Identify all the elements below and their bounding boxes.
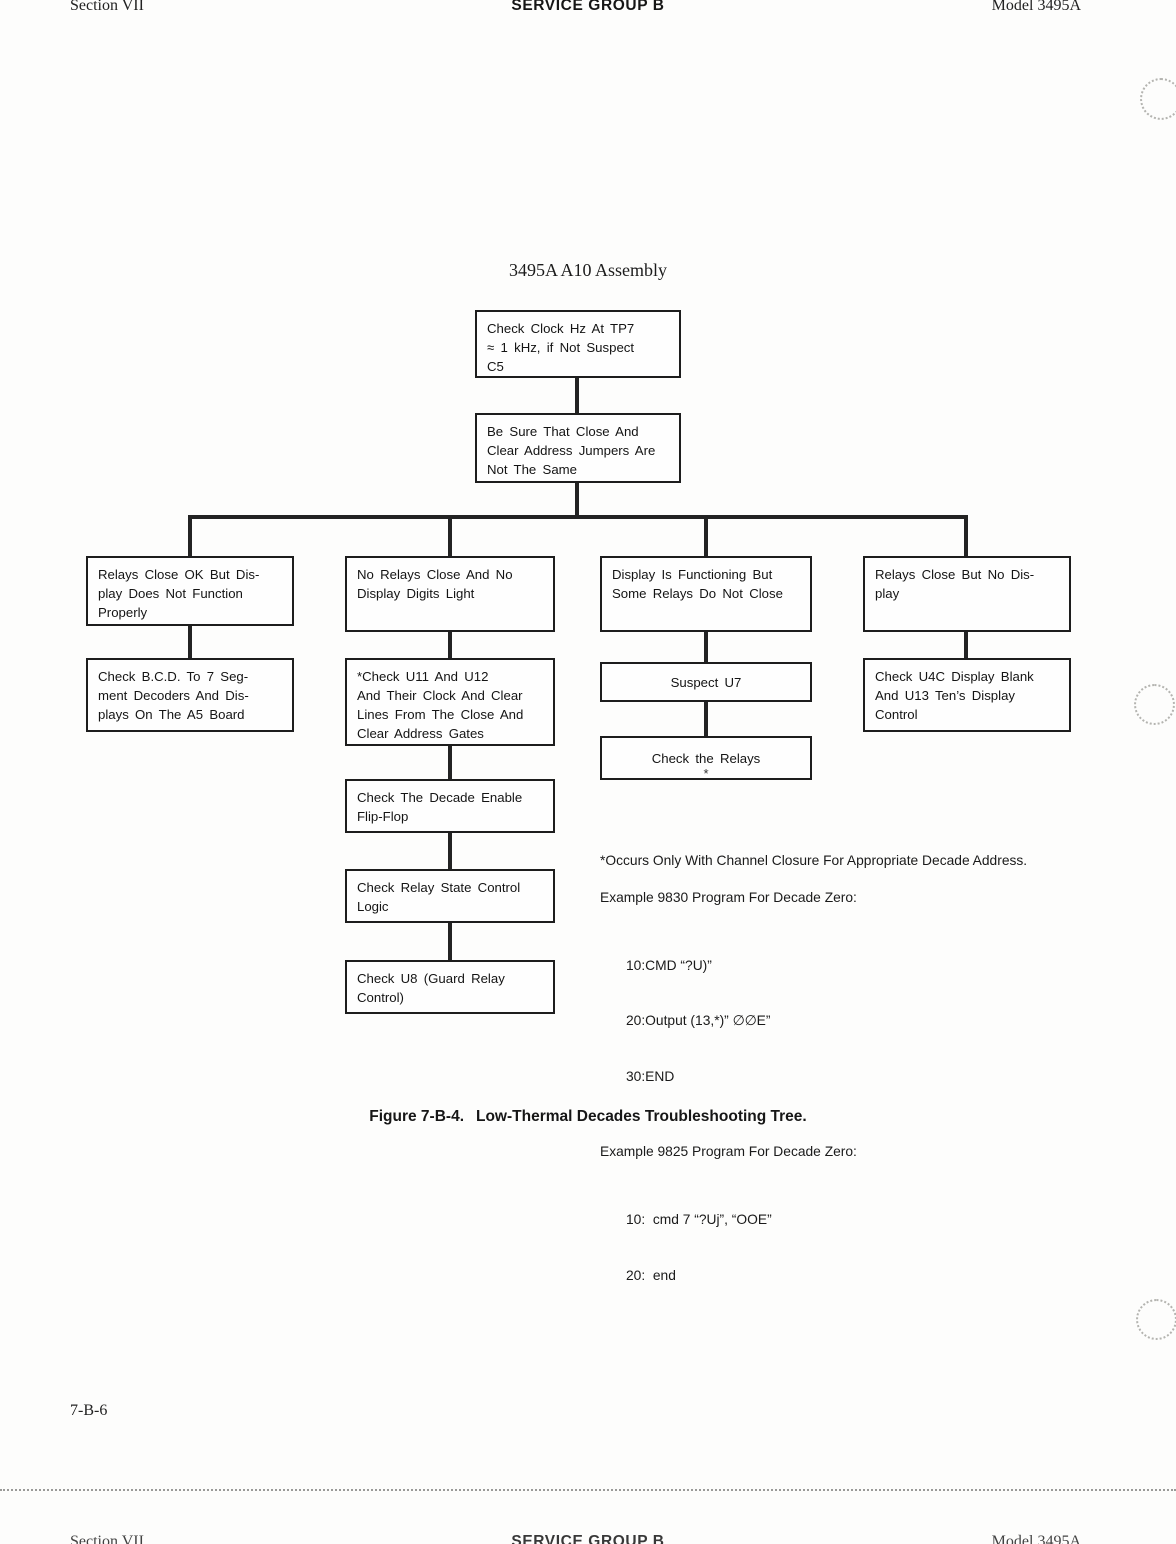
connector-line bbox=[188, 515, 968, 519]
next-page-header-service-group: SERVICE GROUP B bbox=[511, 1533, 665, 1544]
flow-node-no-relays-no-display: No Relays Close And No Display Digits Li… bbox=[345, 556, 555, 632]
notes-block: *Occurs Only With Channel Closure For Ap… bbox=[600, 852, 1080, 1322]
connector-line bbox=[448, 921, 452, 962]
flow-node-display-ok-relays-bad: Display Is Functioning But Some Relays D… bbox=[600, 556, 812, 632]
connector-line bbox=[448, 831, 452, 871]
example-9830-label: Example 9830 Program For Decade Zero: bbox=[600, 889, 857, 905]
connector-line bbox=[448, 515, 452, 558]
header-section: Section VII bbox=[70, 0, 144, 14]
next-page-header-model: Model 3495A bbox=[991, 1533, 1081, 1544]
flow-node-check-u11-u12: *Check U11 And U12 And Their Clock And C… bbox=[345, 658, 555, 746]
connector-line bbox=[704, 700, 708, 738]
flow-node-check-relays: Check the Relays * bbox=[600, 736, 812, 781]
code-line: 10: cmd 7 “?Uj”, “OOE” bbox=[626, 1211, 772, 1227]
header-service-group: SERVICE GROUP B bbox=[511, 0, 665, 14]
flow-node-decade-enable: Check The Decade Enable Flip-Flop bbox=[345, 779, 555, 833]
code-line: 20: end bbox=[626, 1267, 676, 1283]
flow-node-relays-close-no-display: Relays Close But No Dis- play bbox=[863, 556, 1071, 632]
diagram-title: 3495A A10 Assembly bbox=[508, 260, 668, 280]
footnote-text: *Occurs Only With Channel Closure For Ap… bbox=[600, 853, 1028, 868]
code-line: 10:CMD “?U)” bbox=[626, 957, 712, 973]
example-9825-code: 10: cmd 7 “?Uj”, “OOE” 20: end bbox=[626, 1175, 1080, 1322]
flow-node-relay-state: Check Relay State Control Logic bbox=[345, 869, 555, 923]
figure-caption-label: Figure 7-B-4. bbox=[369, 1108, 464, 1125]
stray-asterisk-mark: * bbox=[703, 766, 709, 782]
flow-node-suspect-u7: Suspect U7 bbox=[600, 662, 812, 702]
figure-caption-text: Low-Thermal Decades Troubleshooting Tree… bbox=[476, 1108, 807, 1125]
connector-line bbox=[448, 744, 452, 781]
connector-line bbox=[964, 515, 968, 558]
figure-caption: Figure 7-B-4. Low-Thermal Decades Trouble… bbox=[0, 1108, 1176, 1126]
connector-line bbox=[964, 630, 968, 660]
punch-hole-mark bbox=[1136, 1299, 1176, 1340]
connector-line bbox=[188, 624, 192, 660]
punch-hole-mark bbox=[1134, 684, 1175, 725]
header-model: Model 3495A bbox=[991, 0, 1081, 14]
example-9825-label: Example 9825 Program For Decade Zero: bbox=[600, 1143, 857, 1159]
connector-line bbox=[575, 376, 579, 414]
connector-line bbox=[188, 515, 192, 558]
connector-line bbox=[704, 515, 708, 558]
flow-node-check-u8: Check U8 (Guard Relay Control) bbox=[345, 960, 555, 1014]
code-line: 20:Output (13,*)” ∅∅E” bbox=[626, 1013, 771, 1029]
connector-line bbox=[575, 482, 579, 518]
perforation-line bbox=[0, 1489, 1176, 1491]
connector-line bbox=[704, 630, 708, 664]
flow-node-check-bcd: Check B.C.D. To 7 Seg- ment Decoders And… bbox=[86, 658, 294, 732]
example-9830-code: 10:CMD “?U)” 20:Output (13,*)” ∅∅E” 30:E… bbox=[626, 921, 1080, 1124]
flow-node-check-u4c: Check U4C Display Blank And U13 Ten’s Di… bbox=[863, 658, 1071, 732]
flow-node-check-clock: Check Clock Hz At TP7 ≈ 1 kHz, if Not Su… bbox=[475, 310, 681, 378]
punch-hole-mark bbox=[1140, 78, 1176, 120]
code-line: 30:END bbox=[626, 1069, 675, 1085]
connector-line bbox=[448, 630, 452, 660]
flow-node-relays-ok-display-bad: Relays Close OK But Dis- play Does Not F… bbox=[86, 556, 294, 626]
next-page-header-section: Section VII bbox=[70, 1533, 144, 1544]
page-number: 7-B-6 bbox=[70, 1402, 108, 1419]
flow-node-jumpers: Be Sure That Close And Clear Address Jum… bbox=[475, 413, 681, 483]
flow-node-check-relays-label: Check the Relays bbox=[651, 750, 761, 766]
